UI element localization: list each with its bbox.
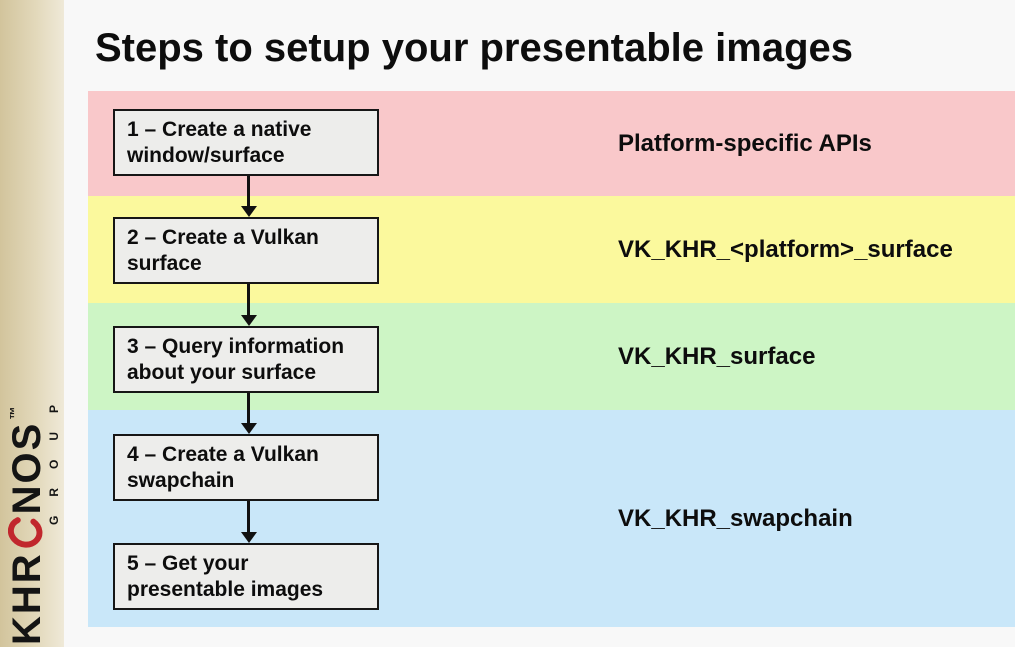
arrow-head-icon bbox=[241, 315, 257, 326]
flow-step-1: 1 – Create a native window/surface bbox=[113, 109, 379, 176]
flow-arrow-2-icon bbox=[241, 284, 257, 326]
logo-swirl-o-icon bbox=[8, 517, 43, 548]
arrow-head-icon bbox=[241, 423, 257, 434]
trademark-symbol: ™ bbox=[7, 404, 22, 420]
arrow-head-icon bbox=[241, 206, 257, 217]
step-label-line: 3 – Query information bbox=[127, 334, 345, 358]
api-label-platform-surface: VK_KHR_<platform>_surface bbox=[618, 235, 953, 263]
api-label-platform: Platform-specific APIs bbox=[618, 129, 872, 157]
api-label-surface: VK_KHR_surface bbox=[618, 342, 816, 370]
step-label-line: 5 – Get your bbox=[127, 551, 249, 575]
flow-arrow-4-icon bbox=[241, 501, 257, 543]
flow-step-2: 2 – Create a Vulkan surface bbox=[113, 217, 379, 284]
arrow-head-icon bbox=[241, 532, 257, 543]
logo-swirl-path bbox=[8, 517, 43, 548]
api-label-swapchain: VK_KHR_swapchain bbox=[618, 504, 853, 532]
logo-wordmark: KHR NOS ™ bbox=[5, 355, 49, 645]
flow-arrow-3-icon bbox=[241, 392, 257, 434]
flow-step-3: 3 – Query information about your surface bbox=[113, 326, 379, 393]
step-label-line: presentable images bbox=[127, 577, 324, 601]
step-label-line: about your surface bbox=[127, 360, 317, 384]
brand-sidebar: KHR NOS ™ GROUP bbox=[0, 0, 64, 647]
page-title: Steps to setup your presentable images bbox=[95, 26, 853, 70]
logo-text-khr: KHR bbox=[5, 552, 49, 645]
step-label-line: 1 – Create a native bbox=[127, 117, 312, 141]
step-label-line: 4 – Create a Vulkan bbox=[127, 442, 319, 466]
flow-step-5: 5 – Get your presentable images bbox=[113, 543, 379, 610]
step-label-line: 2 – Create a Vulkan bbox=[127, 225, 319, 249]
khronos-logo: KHR NOS ™ GROUP bbox=[5, 355, 62, 645]
flow-arrow-1-icon bbox=[241, 176, 257, 217]
logo-group-label: GROUP bbox=[47, 385, 61, 525]
step-label-line: surface bbox=[127, 251, 202, 275]
logo-text-nos: NOS bbox=[5, 421, 49, 515]
step-label-line: swapchain bbox=[127, 468, 235, 492]
flow-step-4: 4 – Create a Vulkan swapchain bbox=[113, 434, 379, 501]
step-label-line: window/surface bbox=[127, 143, 285, 167]
